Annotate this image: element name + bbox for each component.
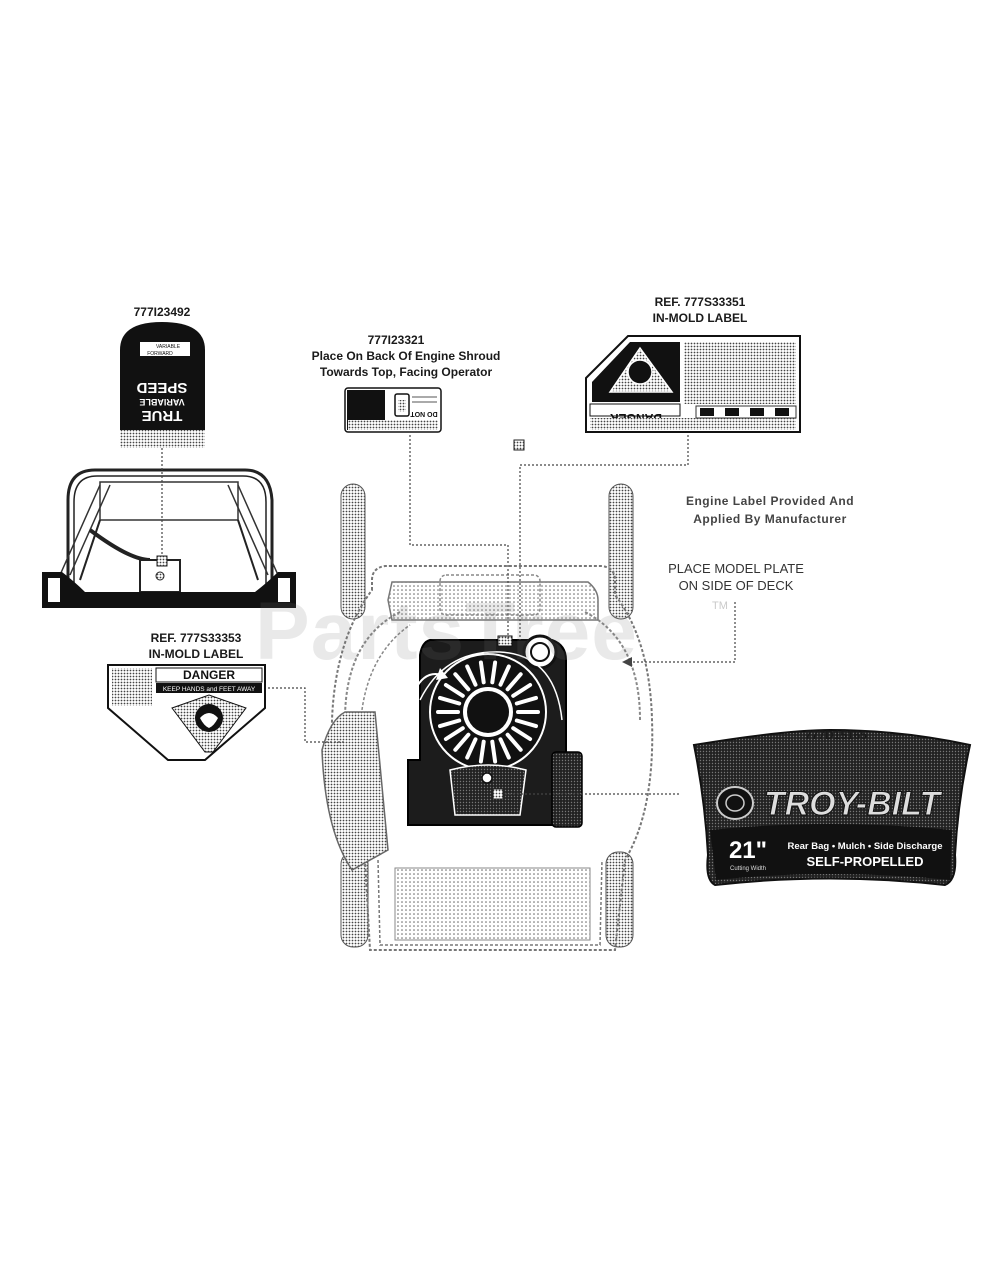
deck-outline xyxy=(330,565,654,951)
rear-wheel-left xyxy=(340,483,366,620)
engine-fin xyxy=(511,683,533,698)
speed-word-variable: VARIABLE xyxy=(139,397,184,407)
left-danger-word: DANGER xyxy=(183,668,235,682)
engine-fin xyxy=(438,718,462,729)
speed-word-true: TRUE xyxy=(142,407,183,424)
caption-shroud-note-1: Place On Back Of Engine Shroud xyxy=(311,349,501,363)
speed-word-speed: SPEED xyxy=(136,379,187,396)
engine-fin xyxy=(443,726,465,741)
engine-shroud-decal: DO NOT xyxy=(344,387,442,433)
engine-fin xyxy=(505,732,523,752)
caption-brand-decal-part: 777D15165 xyxy=(804,728,868,742)
engine-illustration xyxy=(407,634,583,828)
rear-wheel-right xyxy=(608,483,634,620)
speed-top-line-1: VARIABLE xyxy=(156,344,181,350)
engine-fin xyxy=(465,664,478,687)
engine-fin xyxy=(511,726,533,741)
engine-fin xyxy=(478,660,486,685)
caption-shroud-part: 777I23321 xyxy=(367,333,425,347)
engine-fin xyxy=(514,718,538,729)
caption-model-plate-1: PLACE MODEL PLATE xyxy=(668,561,804,576)
engine-fin xyxy=(478,739,486,764)
engine-fin xyxy=(498,664,511,687)
engine-fin xyxy=(490,660,498,685)
leader-lines xyxy=(161,435,736,795)
mower-deck-illustration xyxy=(321,483,654,951)
leader-model-plate xyxy=(625,602,736,663)
shroud-do-not: DO NOT xyxy=(410,410,438,417)
left-danger-decal: DANGER KEEP HANDS and FEET AWAY xyxy=(107,664,266,761)
cut-width-label: Cutting Width xyxy=(730,866,766,872)
leader-right-danger xyxy=(519,435,689,640)
left-danger-sub: KEEP HANDS and FEET AWAY xyxy=(163,686,256,693)
caption-handle-part: 777I23492 xyxy=(133,305,191,319)
watermark-tm: TM xyxy=(712,600,728,612)
brand-decal: TROY-BILT 21" Cutting Width Rear Bag • M… xyxy=(692,728,972,887)
drive-type: SELF-PROPELLED xyxy=(806,854,923,869)
engine-fin xyxy=(490,739,498,764)
caption-engine-label-note-2: Applied By Manufacturer xyxy=(693,512,847,526)
engine-fin xyxy=(514,695,538,706)
features-line: Rear Bag • Mulch • Side Discharge xyxy=(787,841,942,852)
caption-right-danger-ref: REF. 777S33351 xyxy=(654,295,746,309)
cut-size: 21" xyxy=(729,837,767,864)
handle-illustration xyxy=(42,468,296,608)
engine-fin xyxy=(443,683,465,698)
caption-left-danger-ref: REF. 777S33353 xyxy=(150,631,242,645)
engine-fin xyxy=(498,737,511,760)
leader-left-danger xyxy=(268,687,345,743)
brand-name: TROY-BILT xyxy=(764,785,943,823)
engine-fin xyxy=(505,672,523,692)
engine-fin xyxy=(453,732,471,752)
caption-right-danger-type: IN-MOLD LABEL xyxy=(652,311,748,325)
watermark: PartsTree xyxy=(255,586,638,677)
caption-model-plate-2: ON SIDE OF DECK xyxy=(678,578,794,593)
brand-badge xyxy=(716,786,754,820)
caption-shroud-note-2: Towards Top, Facing Operator xyxy=(319,365,493,379)
caption-left-danger-type: IN-MOLD LABEL xyxy=(148,647,244,661)
engine-fin xyxy=(438,695,462,706)
front-wheel-right xyxy=(605,851,634,948)
speed-label-decal: VARIABLE FORWARD TRUE VARIABLE SPEED xyxy=(120,322,205,448)
engine-fin xyxy=(453,672,471,692)
speed-top-line-2: FORWARD xyxy=(147,351,173,357)
caption-engine-label-note-1: Engine Label Provided And xyxy=(685,494,855,508)
engine-fin xyxy=(465,737,478,760)
right-danger-decal: DANGER xyxy=(585,335,801,433)
